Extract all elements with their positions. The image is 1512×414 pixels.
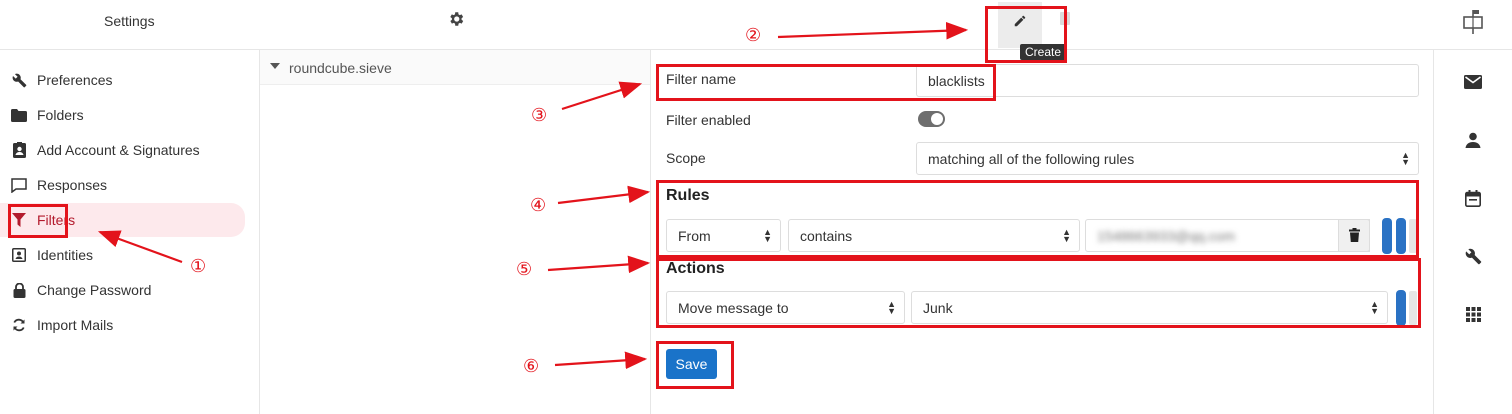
annotation-number-4: ④ <box>530 195 547 215</box>
sort-icon: ▲▼ <box>1062 227 1071 244</box>
sidebar-item-preferences[interactable]: Preferences <box>0 63 245 97</box>
annotation-arrow-5 <box>547 255 651 274</box>
annotation-box-filter-name <box>656 64 996 101</box>
calendar-icon[interactable] <box>1462 187 1484 209</box>
lock-icon <box>11 282 27 298</box>
filter-name-value: blacklists <box>928 72 985 89</box>
scope-select[interactable]: matching all of the following rules ▲▼ <box>916 142 1419 175</box>
filter-set-list: roundcube.sieve <box>260 50 651 414</box>
rule-extra-button[interactable] <box>1409 219 1417 253</box>
action-type-select[interactable]: Move message to ▲▼ <box>666 291 905 324</box>
annotation-arrow-4 <box>557 185 651 205</box>
filter-enabled-toggle[interactable] <box>918 111 945 127</box>
annotation-box-filters <box>8 204 68 238</box>
contacts-icon[interactable] <box>1462 129 1484 151</box>
sync-icon <box>11 317 27 333</box>
sidebar-item-label: Responses <box>37 177 108 193</box>
action-remove-button[interactable] <box>1409 291 1417 325</box>
action-type-value: Move message to <box>678 299 789 316</box>
filter-name-input[interactable]: blacklists <box>916 64 1419 97</box>
sort-icon: ▲▼ <box>763 227 772 244</box>
sidebar-item-label: Folders <box>37 107 84 123</box>
save-button[interactable]: Save <box>666 349 717 379</box>
sort-icon: ▲▼ <box>887 299 896 316</box>
wrench-icon[interactable] <box>1462 245 1484 267</box>
rule-add-button[interactable] <box>1382 218 1392 254</box>
wrench-icon <box>11 72 27 88</box>
create-button[interactable] <box>998 2 1042 48</box>
annotation-arrow-3 <box>561 81 643 111</box>
rule-value-text: 1548663933@qq.com <box>1097 227 1235 244</box>
apps-grid-icon[interactable] <box>1462 303 1484 325</box>
trash-icon <box>1349 228 1360 242</box>
annotation-arrow-6 <box>554 351 648 370</box>
annotation-arrow-2 <box>777 21 969 40</box>
sort-icon: ▲▼ <box>1401 150 1410 167</box>
annotation-number-2: ② <box>745 25 762 45</box>
actions-heading: Actions <box>666 260 725 277</box>
sidebar-item-add-account[interactable]: Add Account & Signatures <box>0 133 245 167</box>
rule-operator-value: contains <box>800 227 853 244</box>
folder-icon <box>11 107 27 123</box>
filter-icon <box>11 212 27 228</box>
id-card-icon <box>11 247 27 263</box>
sidebar-item-label: Preferences <box>37 72 113 88</box>
action-target-select[interactable]: Junk ▲▼ <box>911 291 1388 324</box>
caret-down-icon <box>270 63 280 69</box>
sidebar-item-import-mails[interactable]: Import Mails <box>0 308 245 342</box>
annotation-box-create <box>985 6 1067 63</box>
annotation-number-5: ⑤ <box>516 259 533 279</box>
annotation-number-6: ⑥ <box>523 356 540 376</box>
pencil-icon <box>1014 15 1026 27</box>
annotation-box-save <box>656 341 734 389</box>
sort-icon: ▲▼ <box>1370 299 1379 316</box>
sidebar-item-change-password[interactable]: Change Password <box>0 273 245 307</box>
sidebar-item-label: Add Account & Signatures <box>37 142 200 158</box>
filter-set-item[interactable]: roundcube.sieve <box>260 50 650 85</box>
action-target-value: Junk <box>923 299 953 316</box>
rules-heading: Rules <box>666 187 710 204</box>
scope-label: Scope <box>666 150 706 166</box>
rule-header-select[interactable]: From ▲▼ <box>666 219 781 252</box>
mailbox-icon[interactable] <box>1462 8 1484 37</box>
settings-sidebar: Preferences Folders Add Account & Signat… <box>0 50 260 414</box>
sidebar-item-label: Identities <box>37 247 94 263</box>
mail-icon[interactable] <box>1462 71 1484 93</box>
rule-value-input[interactable]: 1548663933@qq.com <box>1085 219 1370 252</box>
rule-header-value: From <box>678 227 711 244</box>
comment-icon <box>11 177 27 193</box>
header: Settings Create <box>0 0 1512 60</box>
rule-remove-button[interactable] <box>1396 218 1406 254</box>
filter-enabled-label: Filter enabled <box>666 112 751 128</box>
filter-name-label: Filter name <box>666 71 737 87</box>
annotation-number-1: ① <box>190 256 207 276</box>
annotation-number-3: ③ <box>531 105 548 125</box>
sidebar-item-responses[interactable]: Responses <box>0 168 245 202</box>
id-badge-icon <box>11 142 27 158</box>
annotation-box-rules <box>656 180 1419 258</box>
annotation-arrow-1 <box>97 230 183 264</box>
create-tooltip: Create <box>1020 44 1066 60</box>
sidebar-item-folders[interactable]: Folders <box>0 98 245 132</box>
sidebar-item-label: Change Password <box>37 282 152 298</box>
action-add-button[interactable] <box>1396 290 1406 326</box>
rule-operator-select[interactable]: contains ▲▼ <box>788 219 1080 252</box>
taskbar <box>1433 50 1512 414</box>
scope-value: matching all of the following rules <box>928 150 1135 167</box>
sidebar-item-label: Import Mails <box>37 317 114 333</box>
rule-delete-button[interactable] <box>1338 219 1370 252</box>
filter-set-name: roundcube.sieve <box>289 60 392 76</box>
annotation-box-actions <box>656 258 1421 328</box>
page-title: Settings <box>104 13 155 29</box>
sidebar-item-identities[interactable]: Identities <box>0 238 245 272</box>
gear-icon[interactable] <box>447 10 465 31</box>
